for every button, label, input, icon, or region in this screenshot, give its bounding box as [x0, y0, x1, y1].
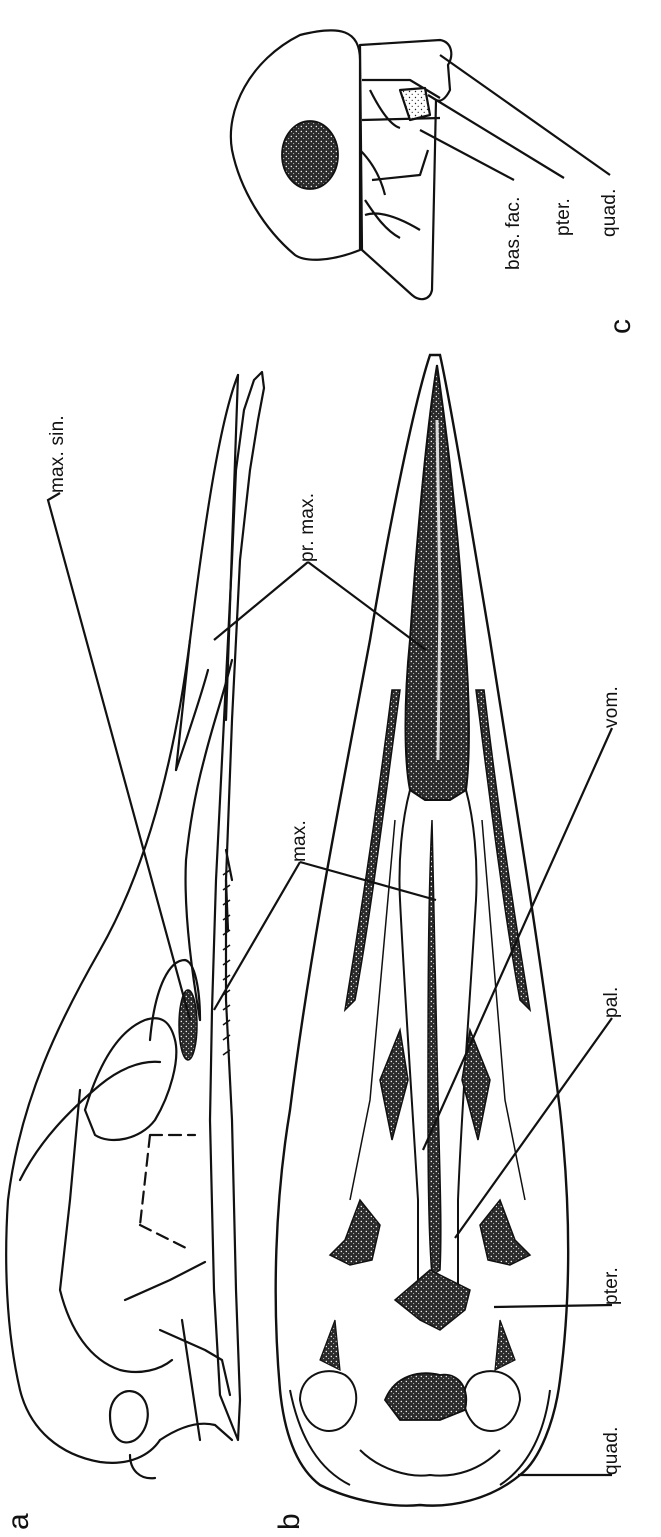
- skull-ventral-view: [276, 355, 569, 1506]
- label-pr-max: pr. max.: [298, 493, 317, 562]
- panel-label-a: a: [4, 1513, 34, 1530]
- panel-label-b: b: [275, 1513, 305, 1530]
- label-vom: vom.: [602, 686, 621, 728]
- label-max-sin: max. sin.: [48, 415, 67, 493]
- inset-label-quad: quad.: [600, 188, 619, 237]
- skull-lateral-view: [6, 372, 264, 1478]
- inset-label-bas-fac: bas. fac.: [504, 196, 523, 270]
- maxillary-sinus-shape: [179, 990, 197, 1060]
- label-pter: pter.: [602, 1267, 621, 1305]
- panel-label-c: c: [606, 319, 636, 334]
- label-pal: pal.: [602, 987, 621, 1018]
- skull-posterior-inset: [231, 30, 451, 299]
- label-quad: quad.: [602, 1426, 621, 1475]
- inset-label-pter: pter.: [554, 198, 573, 236]
- label-max: max.: [290, 820, 309, 862]
